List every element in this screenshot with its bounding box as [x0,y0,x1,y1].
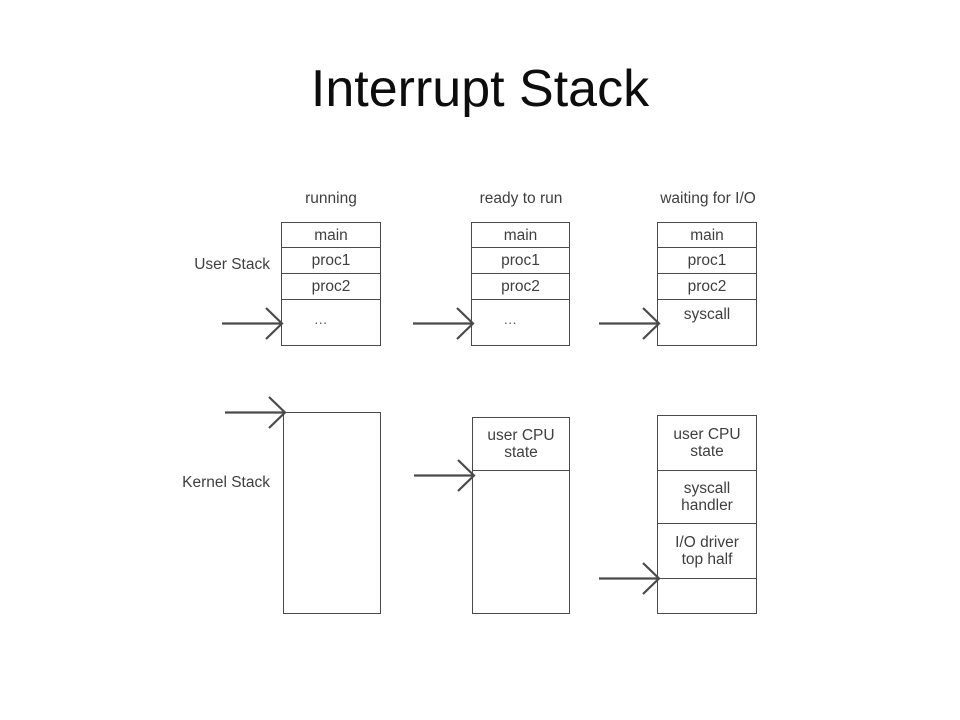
stack-frame-main: main [658,223,756,248]
stack-frame-label: ... [503,311,518,327]
stack-frame-syscall: syscall [658,300,756,345]
stack-frame-proc2: proc2 [282,274,380,300]
user-stack-ready-to-run: main proc1 proc2 ... [471,222,570,346]
user-stack-running: main proc1 proc2 ... [281,222,381,346]
stack-frame-label: proc1 [687,252,727,269]
stack-frame-io-driver-top-half: I/O driver top half [658,524,756,579]
stack-frame-label: proc1 [501,252,540,269]
stack-frame-label: ... [314,311,328,327]
stack-frame-main: main [472,223,569,248]
stack-frame-proc1: proc1 [658,248,756,274]
kernel-stack-waiting-for-io: user CPU state syscall handler I/O drive… [657,415,757,614]
stack-pointer-arrow-kernel-running [225,395,289,431]
stack-frame-label: main [690,226,724,244]
stack-frame-label: user CPU state [487,427,555,461]
stack-frame-label: main [314,226,348,244]
row-label-kernel-stack: Kernel Stack [182,474,270,491]
stack-frame-proc1: proc1 [472,248,569,274]
column-header-running: running [305,190,357,207]
stack-frame-label: user CPU state [673,426,741,460]
stack-frame-user-cpu-state: user CPU state [473,418,569,471]
user-stack-waiting-for-io: main proc1 proc2 syscall [657,222,757,346]
kernel-stack-running [283,412,381,614]
column-header-waiting-for-io: waiting for I/O [660,190,756,207]
stack-pointer-arrow-kernel-waiting [599,561,663,597]
kernel-stack-ready-to-run: user CPU state [472,417,570,614]
stack-frame-label: proc2 [311,278,351,295]
page-title: Interrupt Stack [310,60,650,118]
stack-frame-ellipsis: ... [472,300,569,345]
stack-frame-ellipsis: ... [282,300,380,345]
stack-frame-proc1: proc1 [282,248,380,274]
stack-frame-label: proc2 [687,278,727,295]
stack-frame-proc2: proc2 [658,274,756,300]
stack-frame-label: syscall handler [681,480,733,514]
column-header-ready-to-run: ready to run [479,190,563,207]
stack-frame-syscall-handler: syscall handler [658,471,756,524]
stack-pointer-arrow-kernel-ready [414,458,478,494]
stack-frame-label: proc1 [311,252,351,269]
stack-pointer-arrow-user-running [222,306,286,342]
stack-pointer-arrow-user-waiting [599,306,663,342]
row-label-user-stack: User Stack [194,256,270,273]
stack-frame-label: syscall [683,306,731,323]
stack-frame-main: main [282,223,380,248]
stack-frame-user-cpu-state: user CPU state [658,416,756,471]
stack-frame-proc2: proc2 [472,274,569,300]
stack-frame-label: main [503,226,538,244]
stack-frame-label: proc2 [501,278,540,295]
stack-frame-label: I/O driver top half [675,534,739,568]
stack-pointer-arrow-user-ready [413,306,477,342]
